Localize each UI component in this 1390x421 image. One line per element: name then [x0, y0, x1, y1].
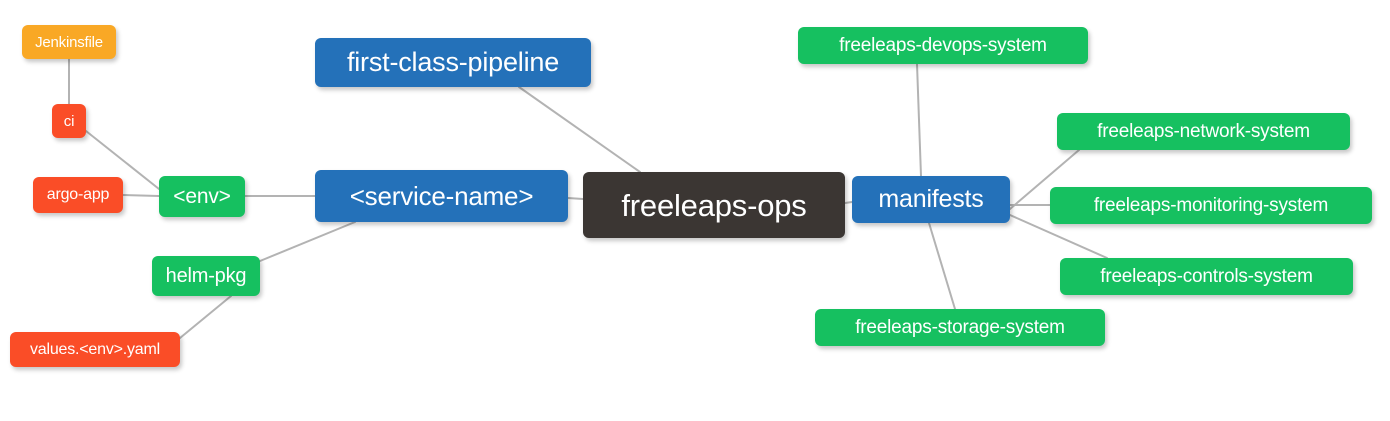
edge-first-class-pipeline-to-freeleaps-ops — [518, 86, 641, 173]
node-label-helm-pkg: helm-pkg — [165, 265, 247, 287]
edge-manifests-to-freeleaps-devops-system — [916, 63, 922, 177]
node-label-freeleaps-ops: freeleaps-ops — [621, 187, 807, 223]
edge-service-name-to-freeleaps-ops — [567, 197, 584, 200]
node-label-manifests: manifests — [878, 185, 984, 213]
node-label-freeleaps-monitoring-system: freeleaps-monitoring-system — [1093, 195, 1329, 216]
edge-values-yaml-to-helm-pkg — [179, 295, 232, 339]
mindmap-node-freeleaps-network-system[interactable]: freeleaps-network-system — [1057, 113, 1350, 150]
edge-helm-pkg-to-service-name — [259, 221, 356, 262]
node-label-freeleaps-network-system: freeleaps-network-system — [1097, 121, 1310, 142]
mindmap-node-freeleaps-monitoring-system[interactable]: freeleaps-monitoring-system — [1050, 187, 1372, 224]
edge-freeleaps-ops-to-manifests — [844, 201, 853, 204]
node-label-freeleaps-controls-system: freeleaps-controls-system — [1100, 266, 1313, 287]
mindmap-node-jenkinsfile[interactable]: Jenkinsfile — [22, 25, 116, 59]
node-label-freeleaps-devops-system: freeleaps-devops-system — [839, 35, 1047, 56]
mindmap-node-freeleaps-ops[interactable]: freeleaps-ops — [583, 172, 845, 238]
mindmap-node-freeleaps-devops-system[interactable]: freeleaps-devops-system — [798, 27, 1088, 64]
node-label-argo-app: argo-app — [46, 186, 110, 203]
node-label-service-name: <service-name> — [349, 181, 534, 211]
mindmap-node-freeleaps-storage-system[interactable]: freeleaps-storage-system — [815, 309, 1105, 346]
mindmap-node-service-name[interactable]: <service-name> — [315, 170, 568, 222]
mindmap-node-env[interactable]: <env> — [159, 176, 245, 217]
mindmap-node-values-yaml[interactable]: values.<env>.yaml — [10, 332, 180, 367]
node-label-jenkinsfile: Jenkinsfile — [35, 33, 103, 51]
mindmap-node-first-class-pipeline[interactable]: first-class-pipeline — [315, 38, 591, 87]
node-label-first-class-pipeline: first-class-pipeline — [346, 47, 560, 77]
mindmap-node-manifests[interactable]: manifests — [852, 176, 1010, 223]
edge-argo-app-to-env — [122, 194, 160, 197]
edge-manifests-to-freeleaps-storage-system — [928, 222, 956, 310]
mindmap-node-argo-app[interactable]: argo-app — [33, 177, 123, 213]
mindmap-node-ci[interactable]: ci — [52, 104, 86, 138]
mindmap-node-freeleaps-controls-system[interactable]: freeleaps-controls-system — [1060, 258, 1353, 295]
node-label-values-yaml: values.<env>.yaml — [29, 340, 160, 358]
node-label-ci: ci — [63, 112, 75, 130]
node-label-env: <env> — [173, 185, 231, 208]
mindmap-node-helm-pkg[interactable]: helm-pkg — [152, 256, 260, 296]
node-label-freeleaps-storage-system: freeleaps-storage-system — [855, 317, 1065, 338]
